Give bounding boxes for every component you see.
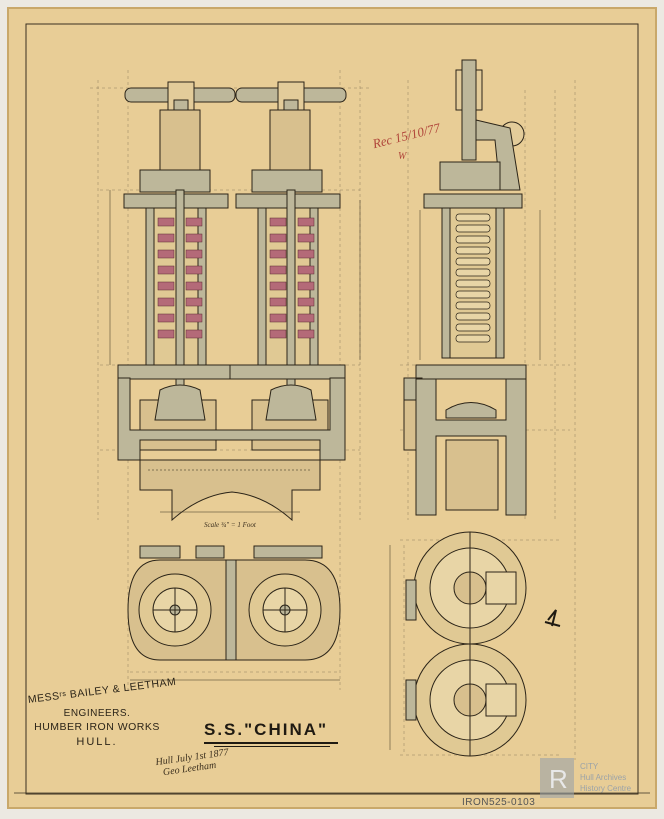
- valve-chest-base: [117, 377, 346, 522]
- maker-block: MESSʳˢ BAILEY & LEETHAM ENGINEERS. HUMBE…: [22, 676, 177, 748]
- left-spring: [157, 217, 203, 339]
- left-valve-section: [117, 81, 236, 451]
- right-valve-section: [403, 59, 527, 516]
- drawing-title: S.S."CHINA": [204, 720, 329, 739]
- archive-logo: R: [540, 758, 574, 798]
- plan-view-right: [405, 531, 527, 757]
- dimension-marks: [109, 190, 541, 750]
- maker-line-2: ENGINEERS.: [63, 708, 131, 719]
- paper-shade: [7, 7, 657, 809]
- maker-line-3: HUMBER IRON WORKS: [34, 721, 160, 733]
- centre-spring: [269, 217, 315, 339]
- reference-number: IRON525-0103: [462, 797, 536, 808]
- plan-view-left: [127, 545, 341, 661]
- border-frame: [25, 23, 639, 795]
- title-underline: [204, 742, 338, 744]
- pencil-mark: [544, 609, 561, 627]
- scale-note: Scale ¾" = 1 Foot: [204, 521, 256, 529]
- archive-caption-line-3: History Centre: [580, 784, 632, 793]
- maker-line-4: HULL.: [76, 736, 118, 748]
- archive-caption: CITY Hull Archives History Centre: [580, 761, 631, 794]
- revision-initial: W: [398, 151, 407, 162]
- archive-caption-line-2: Hull Archives: [580, 773, 627, 782]
- logo-letter: R: [549, 764, 568, 794]
- title-underline-second: [214, 746, 330, 747]
- centre-valve-section: [229, 81, 347, 451]
- right-spring: [455, 213, 491, 343]
- archive-caption-line-1: CITY: [580, 762, 599, 771]
